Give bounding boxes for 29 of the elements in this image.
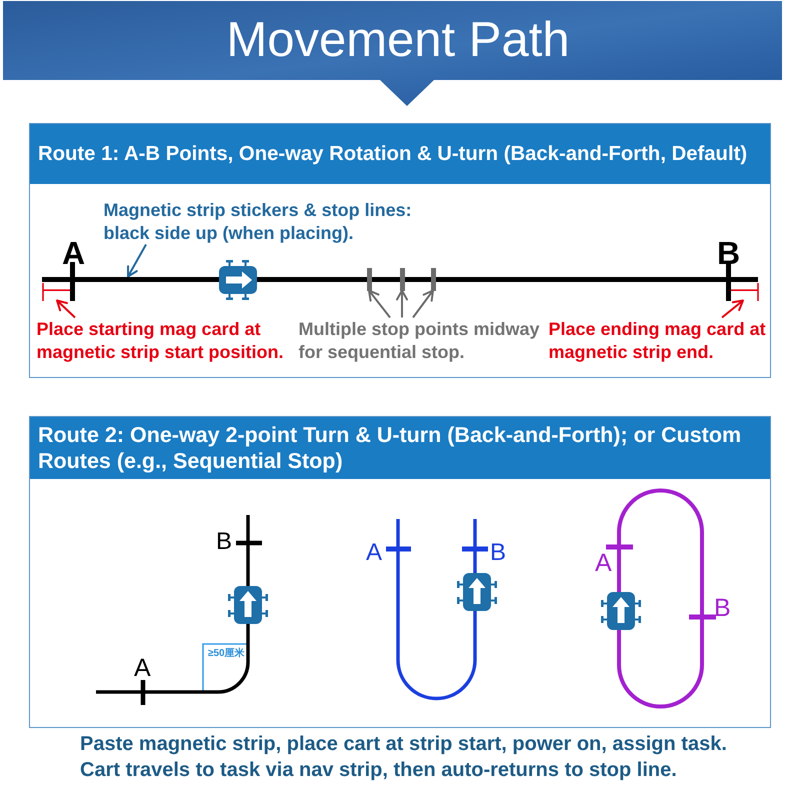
annotation-text: Place starting mag card at magnetic strip start position.	[36, 318, 298, 364]
point-label: A	[134, 656, 151, 681]
leader-arrow	[412, 290, 434, 318]
point-label: B	[717, 237, 740, 269]
distance-label: ≥50厘米	[208, 649, 245, 659]
point-label: B	[490, 541, 506, 565]
panel-heading: Route 2: One-way 2-point Turn & U-turn (Back-and-Forth); or Custom Routes (e.g., Sequential Stop)	[30, 417, 770, 479]
title: Movement Path	[226, 16, 570, 65]
magnetic-strip	[42, 276, 758, 282]
annotation-text: Multiple stop points midway for sequential stop.	[298, 318, 546, 364]
stop-mark	[366, 268, 372, 290]
point-label: A	[595, 551, 612, 576]
point-label: A	[366, 541, 382, 565]
leader-arrow	[396, 290, 408, 318]
stop-mark	[430, 268, 436, 290]
route-panel	[29, 416, 771, 728]
caption: Paste magnetic strip, place cart at strip start, power on, assign task. Cart travels to task via nav strip, then auto-returns to stop line.	[80, 732, 728, 783]
route-panel	[29, 123, 771, 378]
stop-mark	[400, 268, 404, 290]
annotation-text: Magnetic strip stickers & stop lines: black side up (when placing).	[104, 198, 434, 244]
point-label: A	[62, 237, 86, 269]
leader-arrow	[127, 244, 147, 278]
leader-arrow	[56, 300, 76, 318]
leader-arrow	[721, 300, 744, 318]
leader-arrow	[368, 290, 391, 318]
point-label: B	[216, 530, 232, 554]
annotation-text: Place ending mag card at magnetic strip end.	[548, 318, 768, 364]
point-label: B	[714, 596, 731, 621]
panel-heading: Route 1: A-B Points, One-way Rotation & U-turn (Back-and-Forth, Default)	[30, 124, 770, 184]
